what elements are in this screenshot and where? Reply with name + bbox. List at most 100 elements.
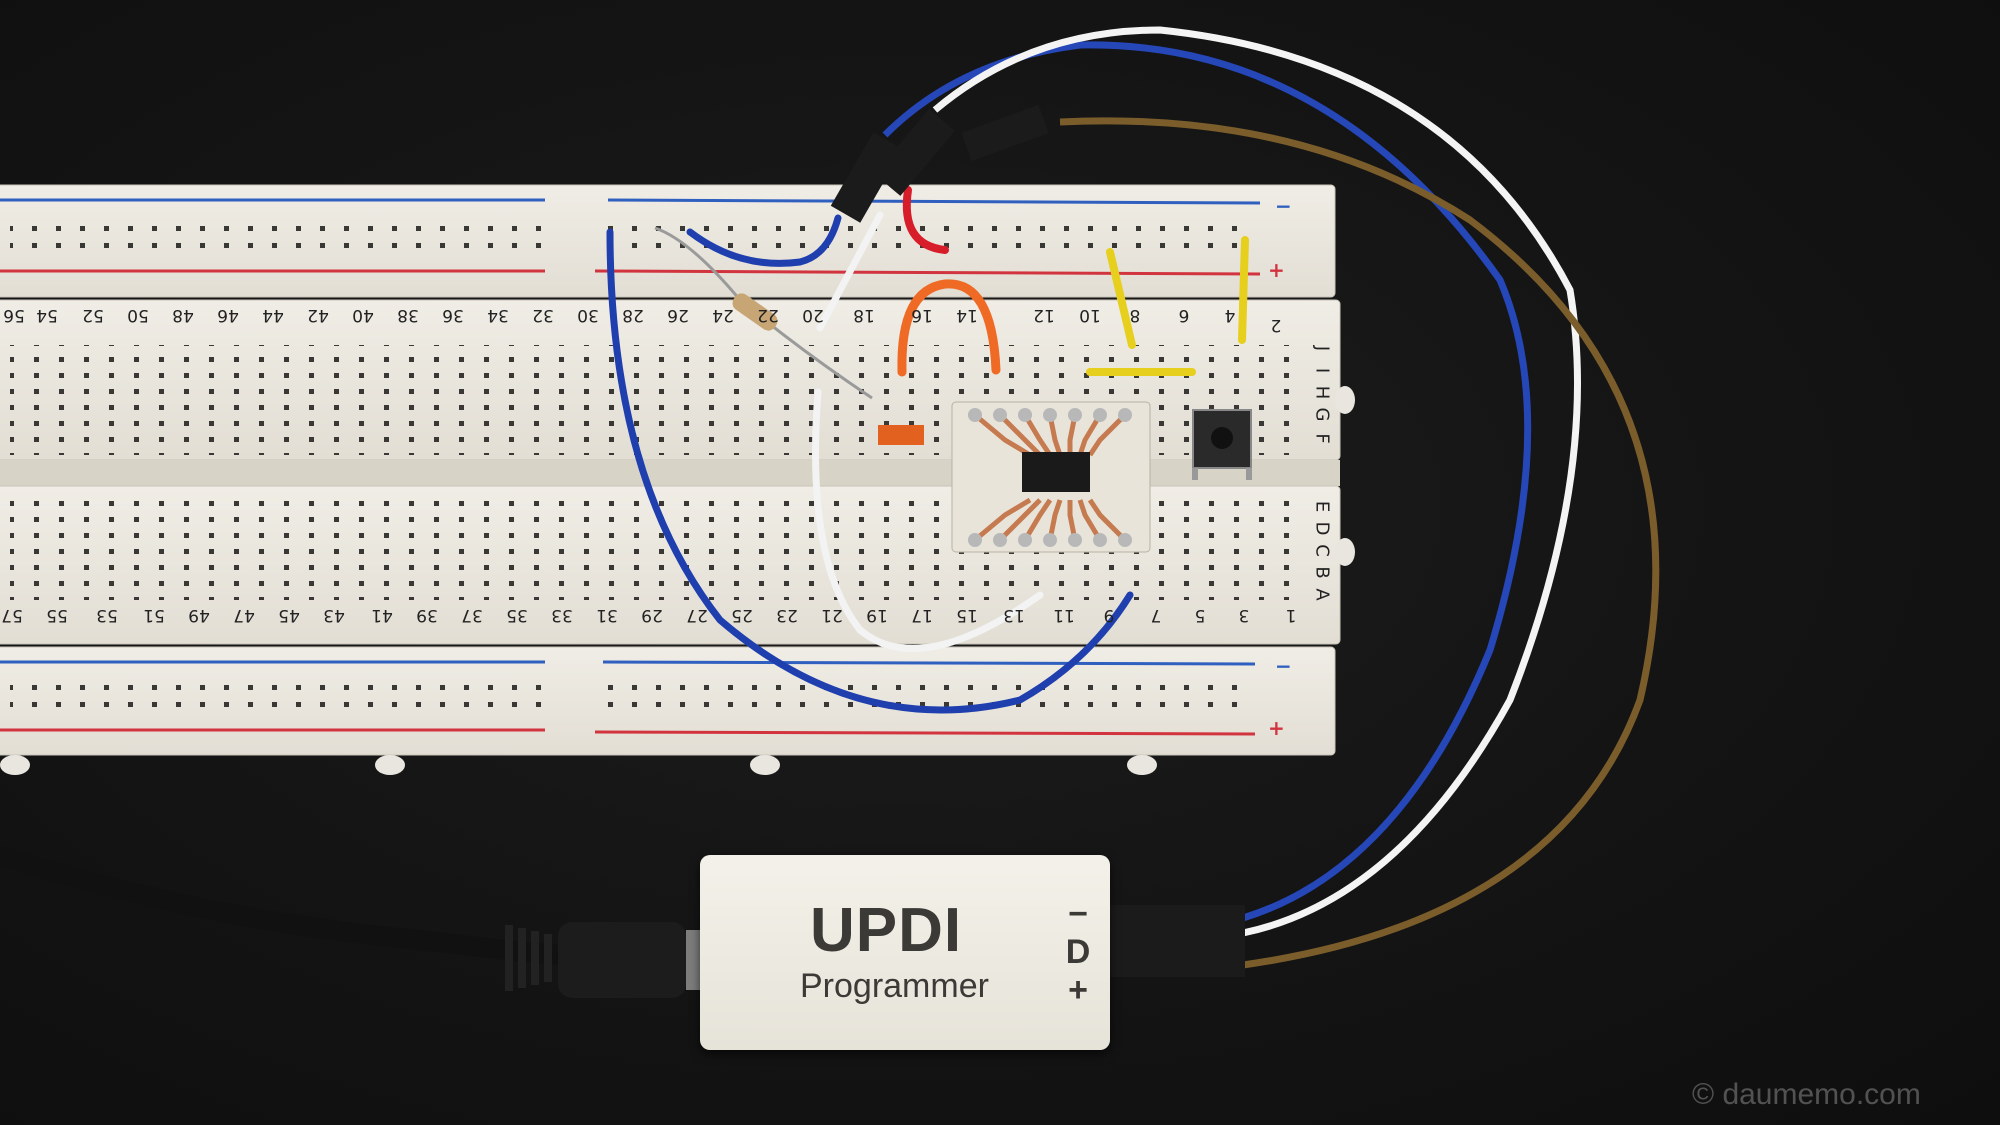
usb-plug bbox=[558, 922, 686, 998]
row-number: 12 bbox=[1033, 305, 1055, 325]
row-number: 53 bbox=[96, 605, 118, 625]
programmer-subtitle: Programmer bbox=[800, 967, 989, 1005]
row-letter: G bbox=[1311, 407, 1333, 422]
soic-chip bbox=[1022, 452, 1090, 492]
smd-capacitor bbox=[878, 425, 924, 445]
row-number: 15 bbox=[956, 605, 978, 625]
brown-programmer-wire bbox=[1059, 117, 1660, 969]
row-number: 26 bbox=[667, 305, 689, 325]
row-number: 3 bbox=[1238, 605, 1250, 625]
row-number: 25 bbox=[731, 605, 753, 625]
row-number: 50 bbox=[127, 305, 149, 325]
row-number: 44 bbox=[262, 305, 284, 325]
row-number: 33 bbox=[551, 605, 573, 625]
row-number: 8 bbox=[1129, 305, 1141, 325]
row-number: 4 bbox=[1224, 305, 1236, 325]
row-number: 19 bbox=[866, 605, 888, 625]
row-number: 2 bbox=[1270, 315, 1282, 335]
row-number: 43 bbox=[323, 605, 345, 625]
row-number: 1 bbox=[1285, 605, 1297, 625]
row-letter: D bbox=[1311, 521, 1333, 536]
row-number: 48 bbox=[172, 305, 194, 325]
row-number: 7 bbox=[1150, 605, 1162, 625]
row-number: 13 bbox=[1003, 605, 1025, 625]
row-number: 31 bbox=[596, 605, 618, 625]
row-letter: H bbox=[1311, 385, 1333, 400]
blue-short-wire bbox=[686, 214, 842, 267]
row-number: 32 bbox=[532, 305, 554, 325]
row-number: 39 bbox=[416, 605, 438, 625]
row-number: 11 bbox=[1053, 605, 1075, 625]
row-number: 46 bbox=[217, 305, 239, 325]
row-letter: B bbox=[1311, 566, 1333, 579]
row-number: 27 bbox=[686, 605, 708, 625]
orange-jumper bbox=[897, 279, 1001, 377]
row-number: 42 bbox=[307, 305, 329, 325]
row-number: 36 bbox=[442, 305, 464, 325]
row-letter: A bbox=[1311, 588, 1333, 601]
updi-programmer: UPDI Programmer − D + bbox=[700, 855, 1110, 1050]
row-number: 37 bbox=[461, 605, 483, 625]
row-number: 54 bbox=[36, 305, 58, 325]
yellow-jumper-2 bbox=[1238, 236, 1249, 344]
row-letter: C bbox=[1311, 544, 1333, 557]
row-number: 14 bbox=[956, 305, 978, 325]
row-letter: J bbox=[1311, 345, 1333, 352]
row-number: 20 bbox=[802, 305, 824, 325]
row-number: 47 bbox=[233, 605, 255, 625]
red-jumper bbox=[902, 186, 949, 254]
row-number: 23 bbox=[776, 605, 798, 625]
row-number: 16 bbox=[911, 305, 933, 325]
dupont-header-3 bbox=[961, 104, 1049, 162]
row-number: 5 bbox=[1194, 605, 1206, 625]
row-number: 55 bbox=[46, 605, 68, 625]
row-number: 38 bbox=[397, 305, 419, 325]
row-number: 45 bbox=[278, 605, 300, 625]
row-number: 51 bbox=[143, 605, 165, 625]
row-number: 56 bbox=[3, 305, 25, 325]
bottom-rail-plus-sign: + bbox=[1268, 716, 1285, 740]
row-number: 18 bbox=[853, 305, 875, 325]
blue-programmer-wire bbox=[882, 41, 1532, 922]
row-number: 17 bbox=[911, 605, 933, 625]
row-letter: I bbox=[1311, 367, 1333, 374]
usb-cable bbox=[0, 845, 561, 965]
white-programmer-wire bbox=[932, 26, 1581, 937]
top-rail-minus-sign: − bbox=[1275, 194, 1292, 218]
programmer-header bbox=[1110, 905, 1245, 977]
blue-long-wire bbox=[606, 228, 1134, 714]
row-number: 52 bbox=[82, 305, 104, 325]
resistor bbox=[732, 293, 778, 331]
row-number: 21 bbox=[821, 605, 843, 625]
dupont-header-1 bbox=[830, 132, 903, 223]
row-number: 22 bbox=[757, 305, 779, 325]
row-number: 10 bbox=[1079, 305, 1101, 325]
pin-minus-label: − bbox=[1068, 895, 1088, 933]
row-letter: F bbox=[1311, 433, 1333, 444]
row-number: 30 bbox=[577, 305, 599, 325]
row-number: 40 bbox=[352, 305, 374, 325]
top-rail-plus-sign: + bbox=[1268, 258, 1285, 282]
watermark: © daumemo.com bbox=[1692, 1078, 1921, 1111]
row-letter: E bbox=[1311, 500, 1333, 513]
programmer-pin-labels: − D + bbox=[1060, 895, 1096, 1009]
row-number: 29 bbox=[641, 605, 663, 625]
row-number: 41 bbox=[371, 605, 393, 625]
row-number: 28 bbox=[622, 305, 644, 325]
programmer-title: UPDI bbox=[810, 896, 963, 965]
row-number: 6 bbox=[1178, 305, 1190, 325]
row-number: 24 bbox=[712, 305, 734, 325]
row-number: 49 bbox=[188, 605, 210, 625]
row-number: 9 bbox=[1103, 605, 1115, 625]
row-number: 57 bbox=[1, 605, 23, 625]
row-number: 35 bbox=[506, 605, 528, 625]
pin-plus-label: + bbox=[1068, 971, 1088, 1009]
row-number: 34 bbox=[487, 305, 509, 325]
dupont-header-2 bbox=[874, 108, 956, 196]
pin-d-label: D bbox=[1065, 933, 1091, 971]
yellow-jumper-1 bbox=[1106, 248, 1136, 349]
white-board-wire bbox=[812, 388, 1044, 652]
bottom-rail-minus-sign: − bbox=[1275, 654, 1292, 678]
